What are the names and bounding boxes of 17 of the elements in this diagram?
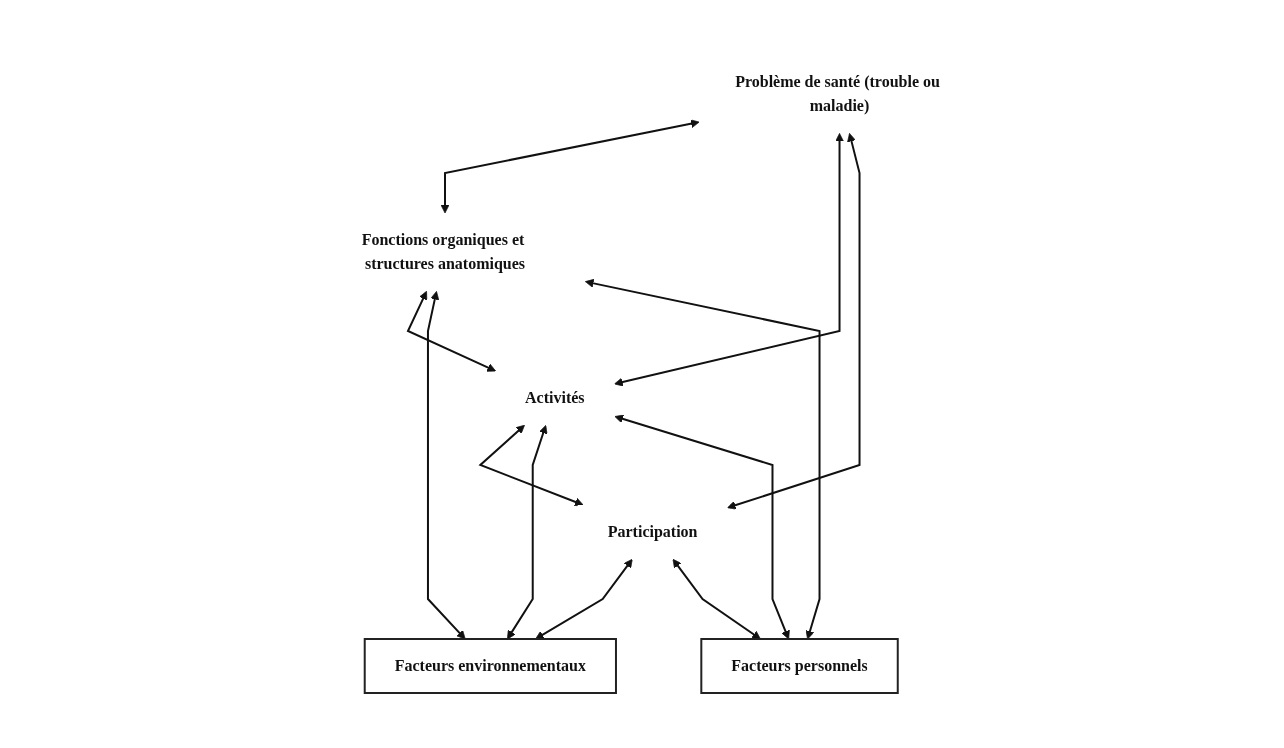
node-text: Fonctions organiques et structures anatomiques	[361, 231, 525, 272]
arrow	[534, 558, 633, 640]
node-text: Problème de santé (trouble ou maladie)	[734, 73, 940, 114]
node-box: Facteurs environnementaux	[363, 638, 617, 694]
arrow	[440, 119, 700, 214]
arrow	[426, 291, 466, 640]
arrow	[406, 290, 496, 372]
arrow	[613, 133, 844, 387]
arrow	[614, 414, 790, 640]
arrow	[584, 278, 821, 640]
arrow	[478, 424, 584, 507]
node-text: Activités	[524, 389, 585, 406]
node-box: Facteurs personnels	[700, 638, 899, 694]
arrow	[726, 133, 861, 510]
arrow	[506, 425, 548, 640]
node-text: Participation	[607, 523, 698, 540]
arrow	[672, 558, 761, 640]
